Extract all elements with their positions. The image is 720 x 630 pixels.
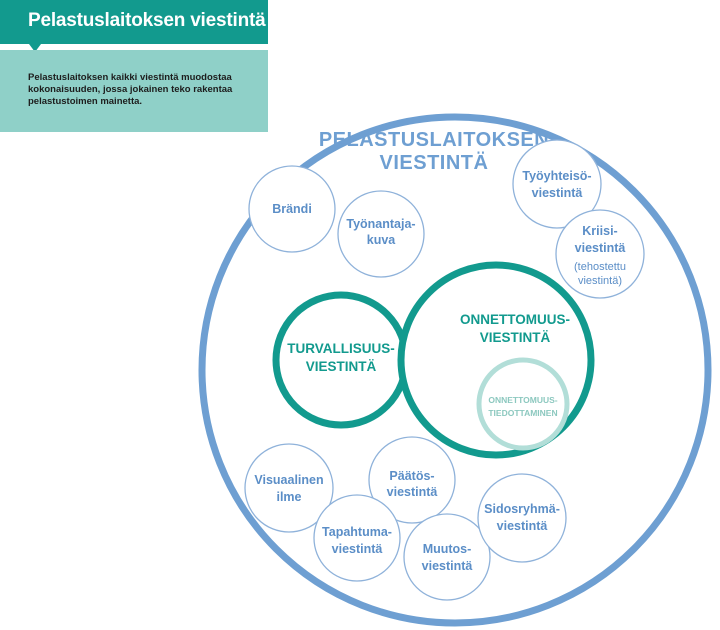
label-turvallisuus-2: VIESTINTÄ	[306, 359, 377, 374]
label-tapahtuma-1: Tapahtuma-	[322, 525, 392, 539]
label-kriisi-1: Kriisi-	[582, 224, 617, 238]
label-visuaalinen-1: Visuaalinen	[254, 473, 323, 487]
circle-tyonantajakuva	[337, 190, 425, 278]
label-tyoyhteiso-1: Työyhteisö-	[522, 169, 591, 183]
circle-paatosviestinta	[368, 436, 456, 524]
outer-title-line-2: VIESTINTÄ	[380, 151, 489, 174]
description-line: Pelastuslaitoksen kaikki viestintä muodo…	[28, 72, 232, 83]
label-kriisi-note-1: (tehostettu	[574, 261, 626, 273]
label-turvallisuus-1: TURVALLISUUS-	[287, 341, 395, 356]
header-pointer	[29, 44, 41, 52]
label-paatos-2: viestintä	[387, 485, 438, 499]
description-line: kokonaisuuden, jossa jokainen teko raken…	[28, 84, 233, 95]
label-tyonantajakuva-2: kuva	[367, 233, 397, 247]
circle-muutosviestinta	[403, 513, 491, 601]
label-kriisi-2: viestintä	[575, 241, 626, 255]
label-onnettomuus-2: VIESTINTÄ	[480, 330, 551, 345]
outer-ring	[198, 113, 712, 627]
label-kriisi-note-2: viestintä)	[578, 275, 622, 287]
label-sidosryhma-2: viestintä	[497, 519, 548, 533]
label-sidosryhma-1: Sidosryhmä-	[484, 502, 560, 516]
circle-tapahtumaviestinta	[313, 494, 401, 582]
circle-sidosryhmaviestinta	[477, 473, 567, 563]
circle-onnettomuustiedottaminen	[476, 357, 570, 451]
circle-brandi	[248, 165, 336, 253]
label-tyoyhteiso-2: viestintä	[532, 186, 583, 200]
label-tyonantajakuva-1: Työnantaja-	[346, 217, 415, 231]
label-onnettomuus-1: ONNETTOMUUS-	[460, 312, 570, 327]
circle-visuaalinen-ilme	[244, 443, 334, 533]
circle-kriisi	[555, 209, 645, 299]
page-title: Pelastuslaitoksen viestintä	[28, 10, 266, 31]
label-tiedottaminen-2: TIEDOTTAMINEN	[488, 408, 557, 418]
circle-tyoyhteiso	[512, 139, 602, 229]
header-description-box	[0, 50, 268, 132]
label-visuaalinen-2: ilme	[276, 490, 301, 504]
outer-title-line-1: PELASTUSLAITOKSEN	[319, 129, 549, 151]
label-tapahtuma-2: viestintä	[332, 542, 383, 556]
description-line: pelastustoimen mainetta.	[28, 96, 143, 107]
label-muutos-2: viestintä	[422, 559, 473, 573]
header-title-box: Pelastuslaitoksen viestintä	[0, 0, 268, 44]
header-description: Pelastuslaitoksen kaikki viestintä muodo…	[28, 72, 258, 108]
label-muutos-1: Muutos-	[423, 542, 472, 556]
label-brandi: Brändi	[272, 202, 312, 216]
label-paatos-1: Päätös-	[389, 469, 434, 483]
label-tiedottaminen-1: ONNETTOMUUS-	[488, 395, 557, 405]
